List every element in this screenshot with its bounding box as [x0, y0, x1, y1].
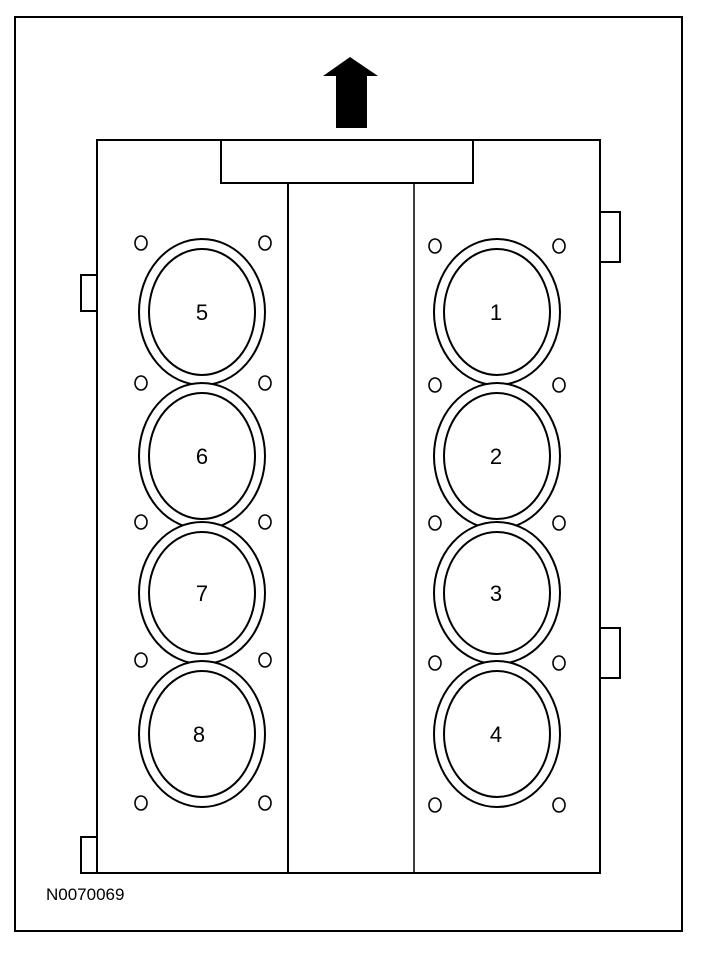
cylinder-bore: 1: [433, 238, 561, 386]
bolt-hole: [134, 795, 148, 811]
left-bank: 5 6 7 8: [134, 235, 272, 811]
bolt-hole: [428, 797, 442, 813]
cylinder-number: 7: [196, 581, 208, 606]
bolt-hole: [428, 515, 442, 531]
bolt-hole: [258, 795, 272, 811]
bolt-hole: [258, 652, 272, 668]
bolt-hole: [552, 797, 566, 813]
bolt-hole: [258, 235, 272, 251]
cylinder-number: 6: [196, 444, 208, 469]
cylinder-bore: 4: [433, 660, 561, 808]
cylinder-bore: 6: [138, 382, 266, 530]
figure-code: N0070069: [46, 885, 124, 904]
cylinder-number: 2: [490, 444, 502, 469]
mount-tab-right-upper: [599, 211, 621, 263]
bolt-hole: [552, 238, 566, 254]
bolt-hole: [134, 514, 148, 530]
bolt-hole: [552, 515, 566, 531]
cylinder-bore: 2: [433, 382, 561, 530]
cylinder-number: 8: [193, 722, 205, 747]
right-bank: 1 2 3 4: [428, 238, 566, 813]
front-cover: [220, 139, 474, 184]
cylinder-bore: 8: [138, 660, 266, 808]
bolt-hole: [428, 377, 442, 393]
bolt-hole: [134, 652, 148, 668]
bolt-hole: [134, 375, 148, 391]
mount-tab-right-lower: [599, 627, 621, 679]
mount-tab-left-lower: [80, 836, 98, 874]
bolt-hole: [134, 235, 148, 251]
cylinder-bore: 5: [138, 238, 266, 386]
bolt-hole: [552, 655, 566, 671]
cylinder-number: 4: [490, 722, 502, 747]
bolt-hole: [258, 514, 272, 530]
cylinder-number: 3: [490, 581, 502, 606]
bolt-hole: [552, 377, 566, 393]
bolt-hole: [428, 655, 442, 671]
figure-frame: [14, 16, 683, 932]
bolt-hole: [258, 375, 272, 391]
mount-tab-left-upper: [80, 274, 98, 312]
cylinder-number: 1: [490, 300, 502, 325]
arrow-up-icon: [323, 57, 378, 128]
cylinder-bore: 3: [433, 521, 561, 665]
cylinder-number: 5: [196, 300, 208, 325]
bolt-hole: [428, 238, 442, 254]
cylinder-bore: 7: [138, 521, 266, 665]
